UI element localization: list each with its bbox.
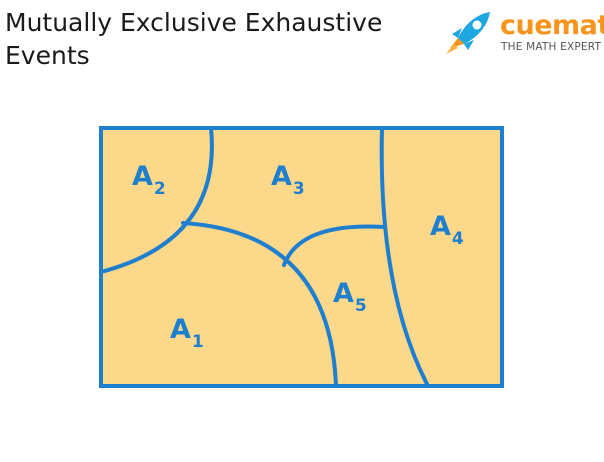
sample-space-fill — [101, 128, 502, 386]
region-label-a2: A2 — [132, 161, 166, 199]
title-line-2: Events — [5, 41, 90, 70]
region-label-a1: A1 — [170, 314, 204, 352]
region-label-a5: A5 — [333, 278, 367, 316]
brand-tagline: THE MATH EXPERT — [501, 41, 602, 53]
sample-space-border — [99, 126, 504, 388]
rocket-icon — [446, 12, 490, 54]
boundary-a5 — [282, 224, 387, 267]
boundary-a4 — [379, 126, 430, 388]
boundary-a1 — [181, 221, 338, 388]
boundary-a2 — [99, 126, 214, 274]
brand-name: cuemath — [500, 10, 604, 41]
brand-logo: cuemath THE MATH EXPERT — [444, 8, 604, 56]
region-label-a4: A4 — [430, 211, 464, 249]
page-title: Mutually Exclusive Exhaustive Events — [5, 6, 405, 72]
region-label-a3: A3 — [271, 161, 305, 199]
title-line-1: Mutually Exclusive Exhaustive — [5, 8, 383, 37]
